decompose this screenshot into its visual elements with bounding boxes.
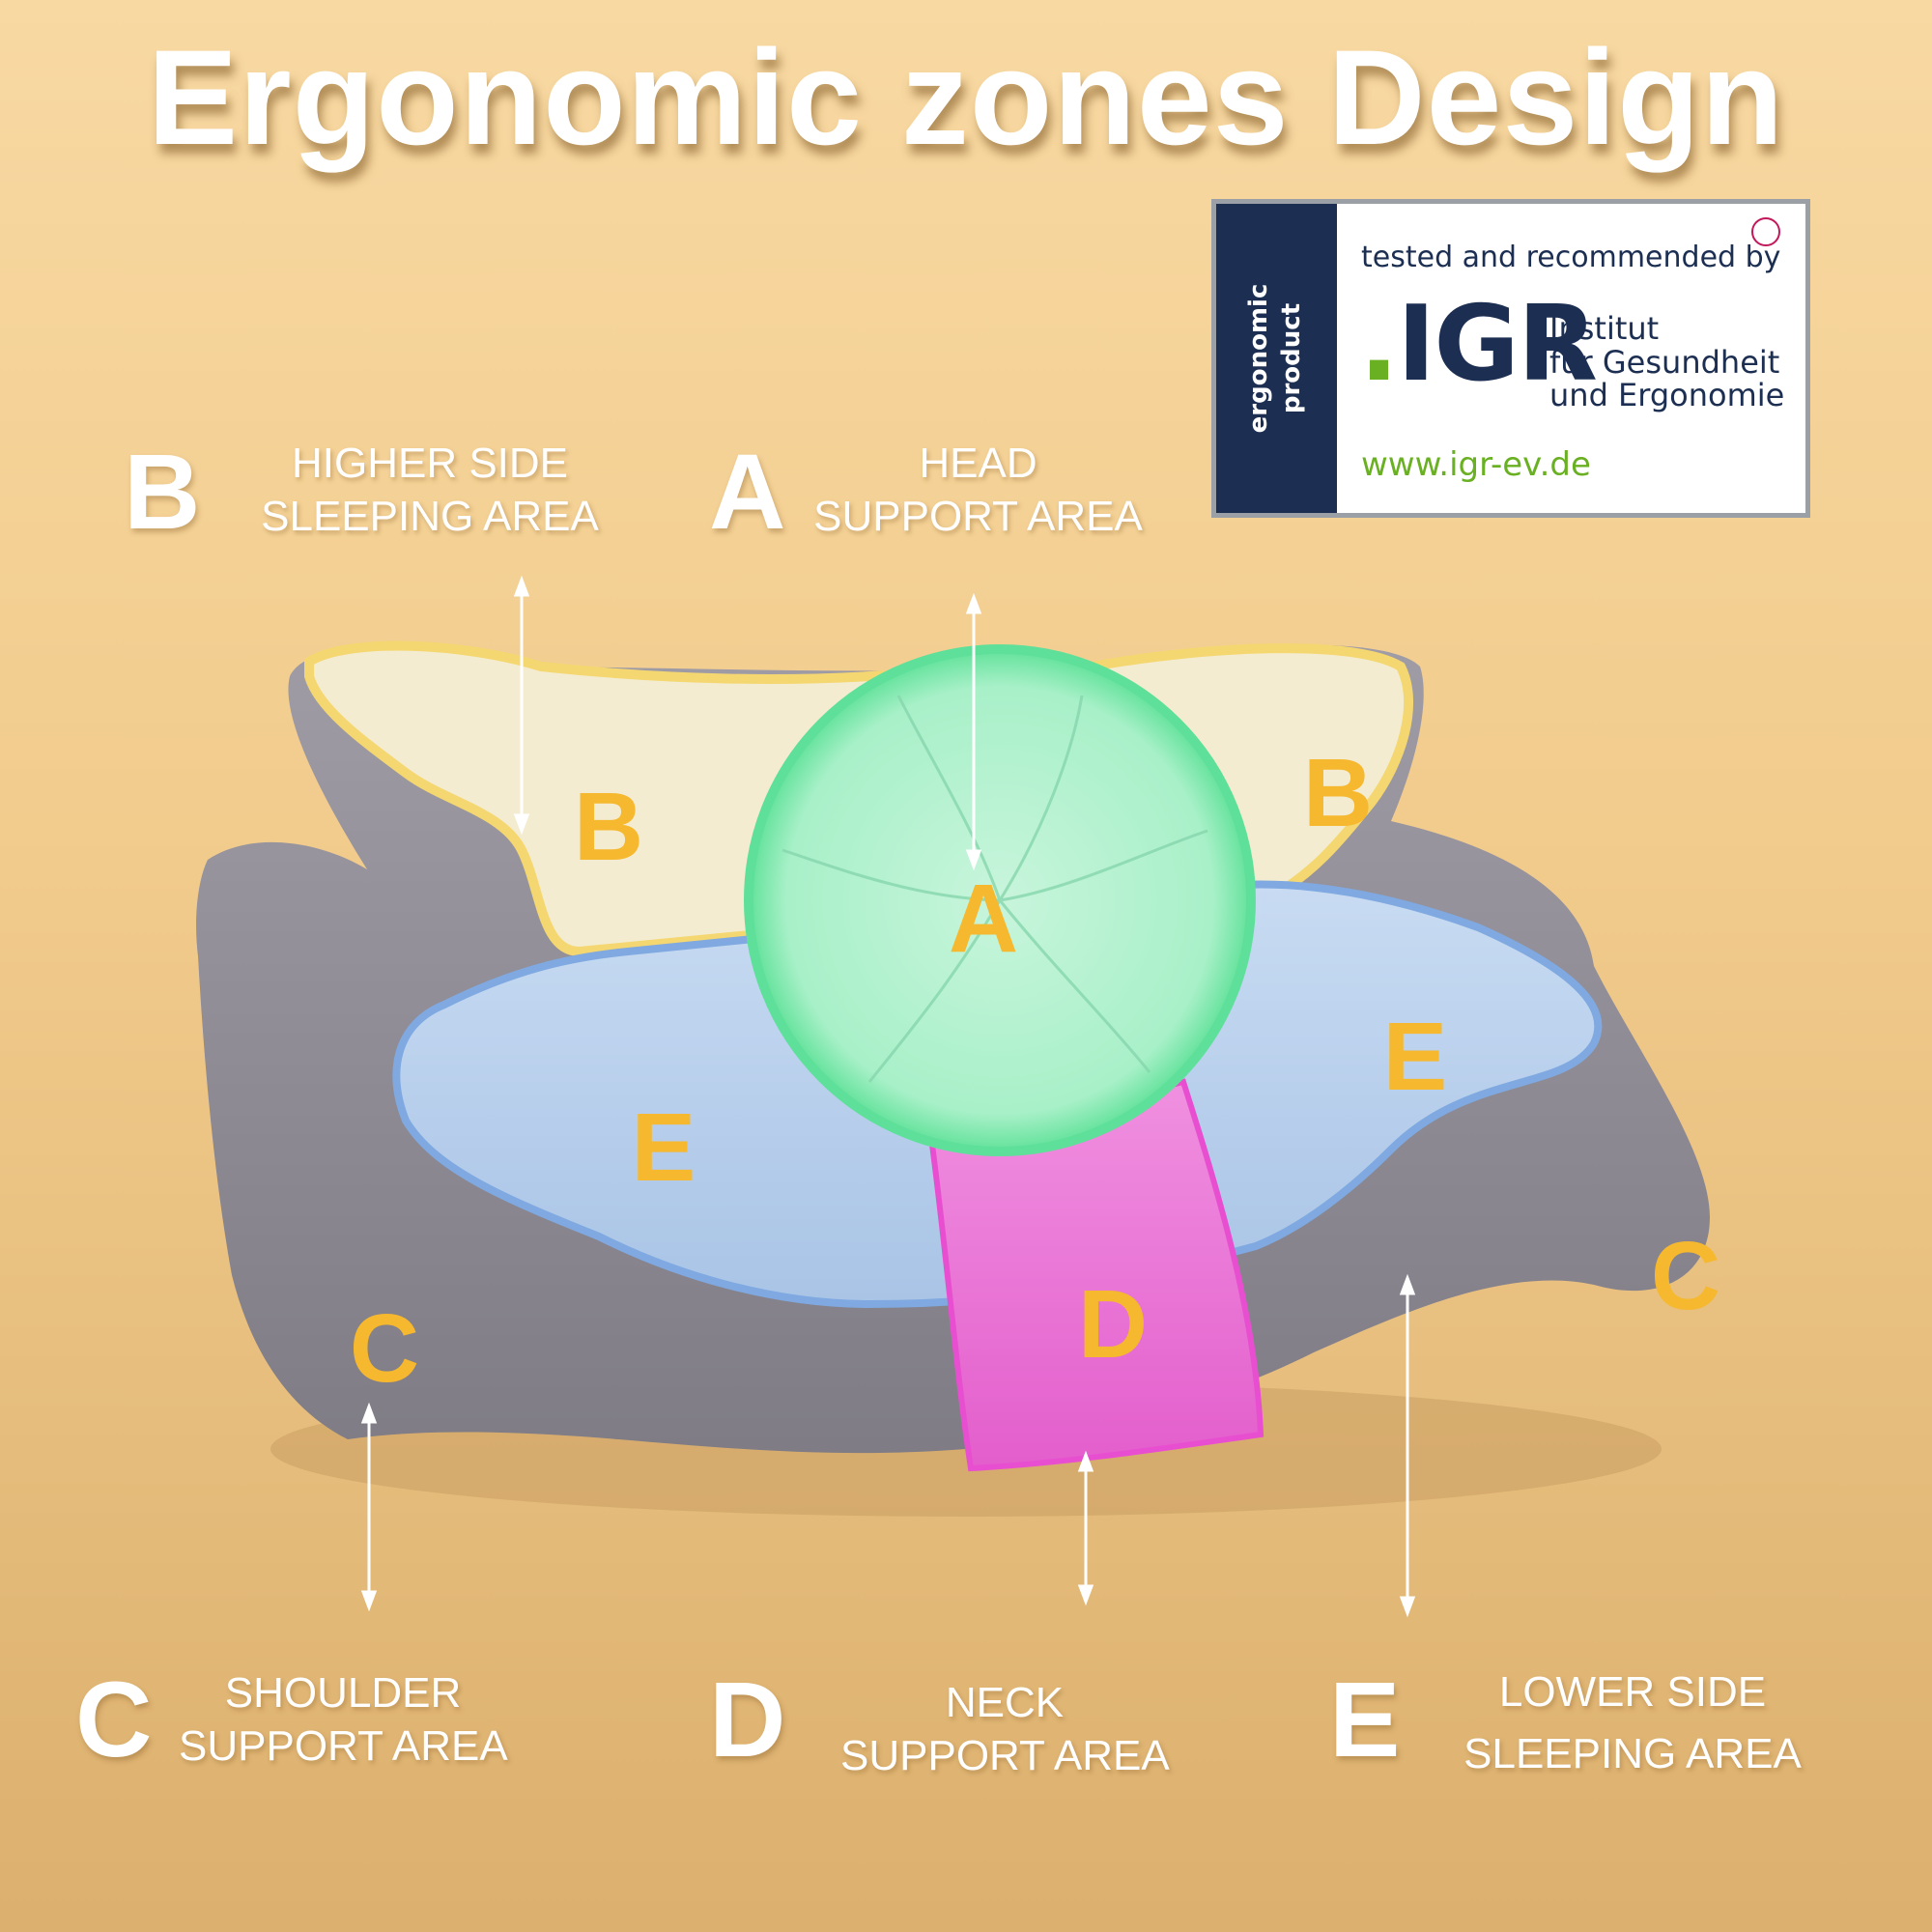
legend-text-b: HIGHER SIDE SLEEPING AREA <box>242 437 618 543</box>
arrow-a <box>965 592 982 871</box>
igr-logo: .IGR <box>1359 293 1598 397</box>
legend-text-a: HEAD SUPPORT AREA <box>811 437 1145 543</box>
badge-strip: ergonomic product <box>1216 204 1337 513</box>
pillow-label-d: D <box>1078 1270 1148 1378</box>
pillow-label-c-left: C <box>350 1294 419 1403</box>
legend-letter-a: A <box>709 433 786 552</box>
arrow-c <box>360 1402 378 1612</box>
pillow-label-e-left: E <box>632 1094 696 1202</box>
pointer-arrows <box>360 575 1416 1618</box>
institute-name: Institut für Gesundheit und Ergonomie <box>1549 312 1784 412</box>
legend-a-line1: HEAD <box>919 440 1037 487</box>
legend-a-line2: SUPPORT AREA <box>813 493 1143 540</box>
igr-website-link[interactable]: www.igr-ev.de <box>1361 445 1591 484</box>
pillow-label-c-right: C <box>1651 1222 1720 1330</box>
institute-line3: und Ergonomie <box>1549 377 1785 414</box>
legend-letter-b: B <box>124 433 201 552</box>
legend-d-line1: NECK <box>945 1679 1065 1726</box>
pillow-label-b-left: B <box>574 773 643 881</box>
igr-certification-badge: ergonomic product tested and recommended… <box>1211 199 1810 518</box>
arrow-d <box>1077 1450 1094 1606</box>
igr-logo-text: IGR <box>1397 284 1598 405</box>
legend-d-line2: SUPPORT AREA <box>840 1732 1170 1779</box>
legend-e-line2: SLEEPING AREA <box>1463 1729 1802 1777</box>
legend-letter-e: E <box>1329 1661 1401 1779</box>
circle-mark-icon <box>1751 217 1780 246</box>
legend-letter-d: D <box>709 1661 786 1779</box>
arrow-b <box>513 575 530 836</box>
legend-b-line2: SLEEPING AREA <box>261 493 599 540</box>
institute-line1: Institut <box>1549 310 1660 347</box>
legend-text-d: NECK SUPPORT AREA <box>840 1676 1170 1782</box>
igr-logo-dot: . <box>1359 284 1399 405</box>
legend-e-line1: LOWER SIDE <box>1498 1668 1767 1716</box>
legend-c-line1: SHOULDER <box>224 1669 462 1717</box>
institute-line2: für Gesundheit <box>1549 343 1780 381</box>
legend-text-c: SHOULDER SUPPORT AREA <box>179 1666 508 1773</box>
arrow-e <box>1399 1273 1416 1618</box>
pillow-label-e-right: E <box>1383 1003 1448 1111</box>
pillow-label-b-right: B <box>1303 739 1373 847</box>
legend-c-line2: SUPPORT AREA <box>179 1722 508 1770</box>
zone-d-neck <box>928 1078 1264 1472</box>
legend-b-line1: HIGHER SIDE <box>291 440 569 487</box>
badge-tested-text: tested and recommended by <box>1361 241 1781 274</box>
legend-text-e: LOWER SIDE SLEEPING AREA <box>1439 1662 1826 1785</box>
head-zone-seams <box>781 695 1208 1083</box>
pillow-label-a: A <box>949 865 1018 973</box>
legend-letter-c: C <box>75 1661 153 1779</box>
page-title: Ergonomic zones Design <box>147 21 1785 173</box>
